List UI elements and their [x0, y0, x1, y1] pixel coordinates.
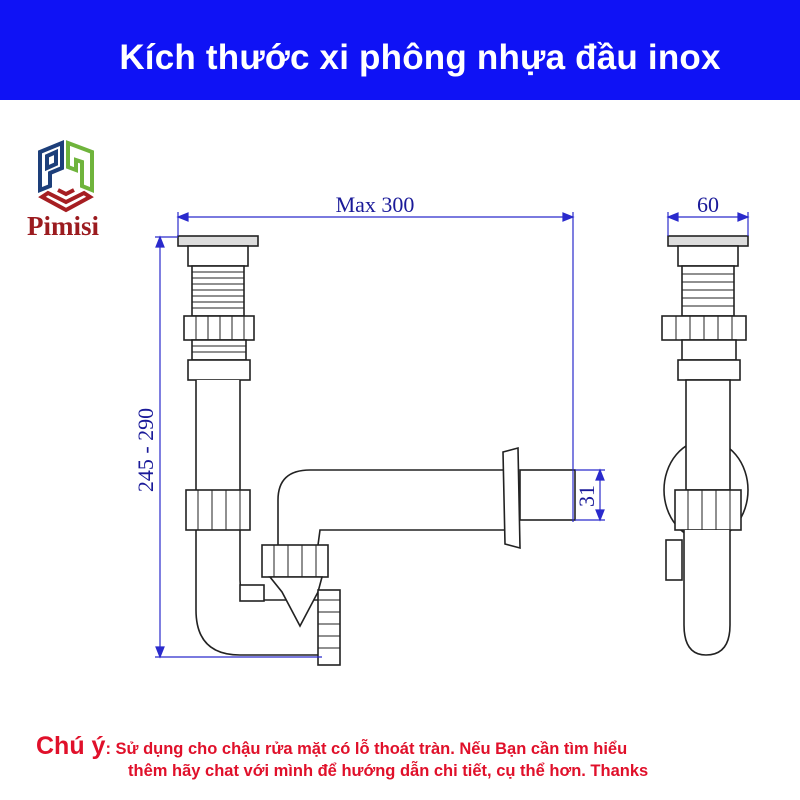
- pimisi-logo-icon: [38, 140, 94, 213]
- brand-name: Pimisi: [27, 211, 99, 241]
- dim-outlet-diameter: 31: [574, 485, 599, 507]
- dim-top-width: 60: [697, 192, 719, 217]
- page-title: Kích thước xi phông nhựa đầu inox: [119, 38, 721, 77]
- note: Chú ý: Sử dụng cho chậu rửa mặt có lỗ th…: [36, 732, 648, 780]
- dim-width-max: Max 300: [336, 192, 415, 217]
- front-view: [177, 235, 576, 666]
- dim-height-range: 245 - 290: [133, 408, 158, 492]
- header-banner: Kích thước xi phông nhựa đầu inox: [0, 0, 800, 100]
- note-lead: Chú ý: [36, 732, 106, 760]
- note-line-2: thêm hãy chat với mình để hướng dẫn chi …: [128, 762, 649, 780]
- note-line-1: : Sử dụng cho chậu rửa mặt có lỗ thoát t…: [105, 740, 628, 758]
- side-view: [661, 235, 749, 656]
- dimension-lines: [155, 212, 750, 659]
